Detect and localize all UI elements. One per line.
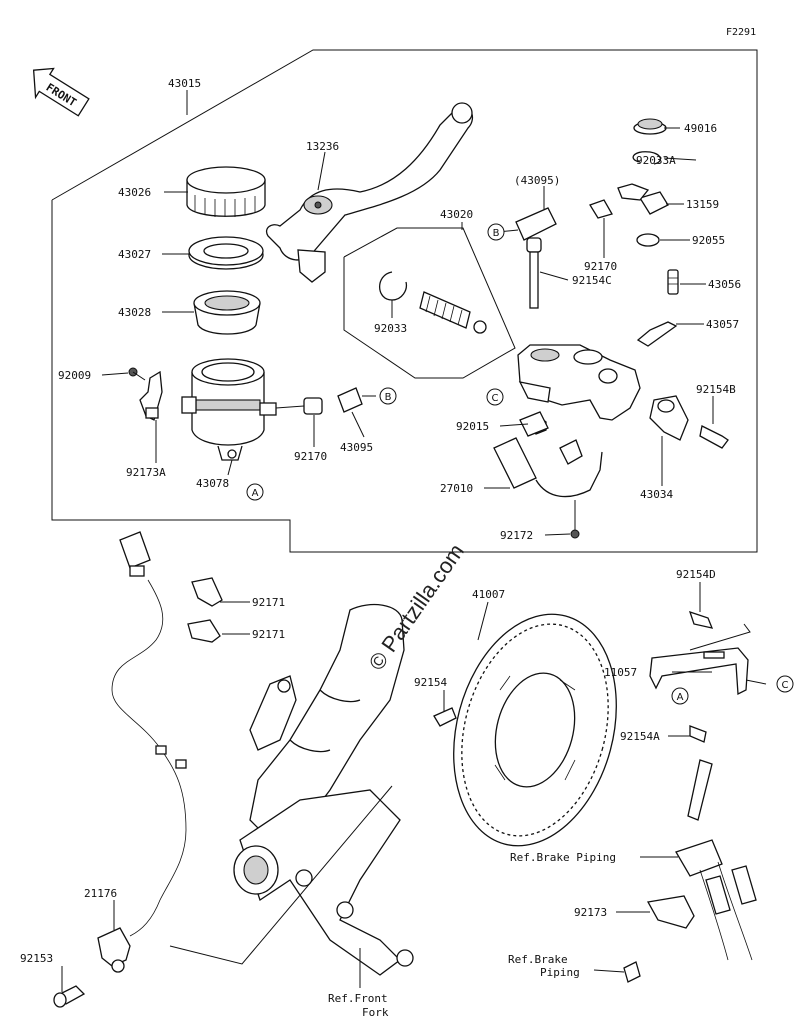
callout-b-right: B bbox=[487, 223, 505, 241]
label-43027: 43027 bbox=[118, 248, 151, 261]
callout-a-lower-left: A bbox=[246, 483, 264, 501]
screw-92172 bbox=[570, 500, 580, 539]
label-43057: 43057 bbox=[706, 318, 739, 331]
master-cylinder-body bbox=[517, 344, 641, 421]
hose-left bbox=[337, 387, 376, 413]
callout-c-bracket: C bbox=[776, 675, 794, 693]
brake-lever bbox=[265, 102, 473, 283]
label-41007: 41007 bbox=[472, 588, 505, 601]
label-43078: 43078 bbox=[196, 477, 229, 490]
bolt-brake-piping bbox=[623, 961, 641, 983]
ref-brake-piping-2b: Piping bbox=[540, 966, 580, 979]
ref-brake-piping-1: Ref.Brake Piping bbox=[510, 851, 616, 864]
label-13236: 13236 bbox=[306, 140, 339, 153]
label-92173A: 92173A bbox=[126, 466, 166, 479]
label-92055: 92055 bbox=[692, 234, 725, 247]
label-92154D: 92154D bbox=[676, 568, 716, 581]
label-92015: 92015 bbox=[456, 420, 489, 433]
bracket-92173A bbox=[128, 367, 163, 421]
piston-assembly bbox=[419, 291, 487, 334]
circlip-92033A bbox=[632, 151, 661, 165]
label-92154B: 92154B bbox=[696, 383, 736, 396]
svg-text:C: C bbox=[492, 393, 499, 404]
svg-text:A: A bbox=[677, 692, 684, 703]
callout-c-body: C bbox=[486, 388, 504, 406]
ref-brake-piping-2a: Ref.Brake bbox=[508, 953, 568, 966]
label-43028: 43028 bbox=[118, 306, 151, 319]
ref-front-fork-a: Ref.Front bbox=[328, 992, 388, 1005]
label-92172: 92172 bbox=[500, 529, 533, 542]
label-92153: 92153 bbox=[20, 952, 53, 965]
callout-b-left: B bbox=[379, 387, 397, 405]
fitting-13159 bbox=[617, 183, 669, 215]
label-13159: 13159 bbox=[686, 198, 719, 211]
label-92154A: 92154A bbox=[620, 730, 660, 743]
label-43026: 43026 bbox=[118, 186, 151, 199]
label-92033A: 92033A bbox=[636, 154, 676, 167]
bracket-11057 bbox=[649, 647, 749, 696]
piston-kit-boundary bbox=[343, 227, 516, 379]
reservoir-tank bbox=[181, 358, 277, 461]
figure-id: F2291 bbox=[726, 27, 756, 38]
hose-right bbox=[497, 207, 557, 241]
bolt-92153 bbox=[53, 985, 86, 1008]
label-92033: 92033 bbox=[374, 322, 407, 335]
svg-text:C: C bbox=[782, 680, 789, 691]
label-92170-left: 92170 bbox=[294, 450, 327, 463]
label-92154C: 92154C bbox=[572, 274, 612, 287]
bolt-92154 bbox=[433, 707, 457, 727]
front-fork bbox=[233, 603, 414, 976]
clip-92171-upper bbox=[191, 577, 223, 607]
hose-clamp-left bbox=[275, 397, 323, 415]
brake-disc-41007 bbox=[453, 613, 617, 847]
label-43020: 43020 bbox=[440, 208, 473, 221]
bleeder-cap-43057 bbox=[636, 321, 678, 347]
front-arrow-icon: FRONT bbox=[32, 67, 90, 117]
label-92009: 92009 bbox=[58, 369, 91, 382]
label-92173: 92173 bbox=[574, 906, 607, 919]
reservoir-cap bbox=[186, 166, 266, 217]
label-43015: 43015 bbox=[168, 77, 201, 90]
label-43095-left: 43095 bbox=[340, 441, 373, 454]
clip-92171-lower bbox=[187, 619, 221, 643]
svg-text:A: A bbox=[252, 488, 259, 499]
bolt-92154C bbox=[526, 237, 542, 309]
label-21176: 21176 bbox=[84, 887, 117, 900]
ref-front-fork-b: Fork bbox=[362, 1006, 389, 1019]
svg-text:B: B bbox=[493, 228, 500, 239]
leader-lines bbox=[61, 90, 767, 992]
reservoir-plate bbox=[188, 236, 264, 270]
abs-sensor-harness bbox=[111, 531, 187, 937]
label-49016: 49016 bbox=[684, 122, 717, 135]
bolt-92154A bbox=[689, 725, 707, 743]
label-92171-lower: 92171 bbox=[252, 628, 285, 641]
svg-text:B: B bbox=[385, 392, 392, 403]
label-43056: 43056 bbox=[708, 278, 741, 291]
assembly-boundary bbox=[51, 49, 758, 553]
bleeder-43056 bbox=[667, 269, 679, 295]
holder-43034 bbox=[649, 395, 689, 441]
label-11057: 11057 bbox=[604, 666, 637, 679]
reservoir-diaphragm bbox=[193, 290, 261, 335]
abs-sensor-21176 bbox=[97, 927, 131, 973]
label-43095-right: (43095) bbox=[514, 174, 560, 187]
bolt-92154D bbox=[688, 610, 714, 629]
label-92154: 92154 bbox=[414, 676, 447, 689]
label-92170-right: 92170 bbox=[584, 260, 617, 273]
clamp-92173 bbox=[646, 895, 695, 929]
snap-ring-92033 bbox=[378, 271, 408, 301]
brake-piping bbox=[675, 759, 757, 961]
cap-49016 bbox=[633, 118, 667, 135]
bolt-92154B bbox=[699, 425, 729, 449]
callout-a-bracket: A bbox=[671, 687, 689, 705]
label-27010: 27010 bbox=[440, 482, 473, 495]
switch-27010 bbox=[493, 411, 603, 498]
hose-clamp-right bbox=[589, 199, 613, 219]
label-92171-upper: 92171 bbox=[252, 596, 285, 609]
label-43034: 43034 bbox=[640, 488, 673, 501]
o-ring-92055 bbox=[636, 233, 660, 247]
